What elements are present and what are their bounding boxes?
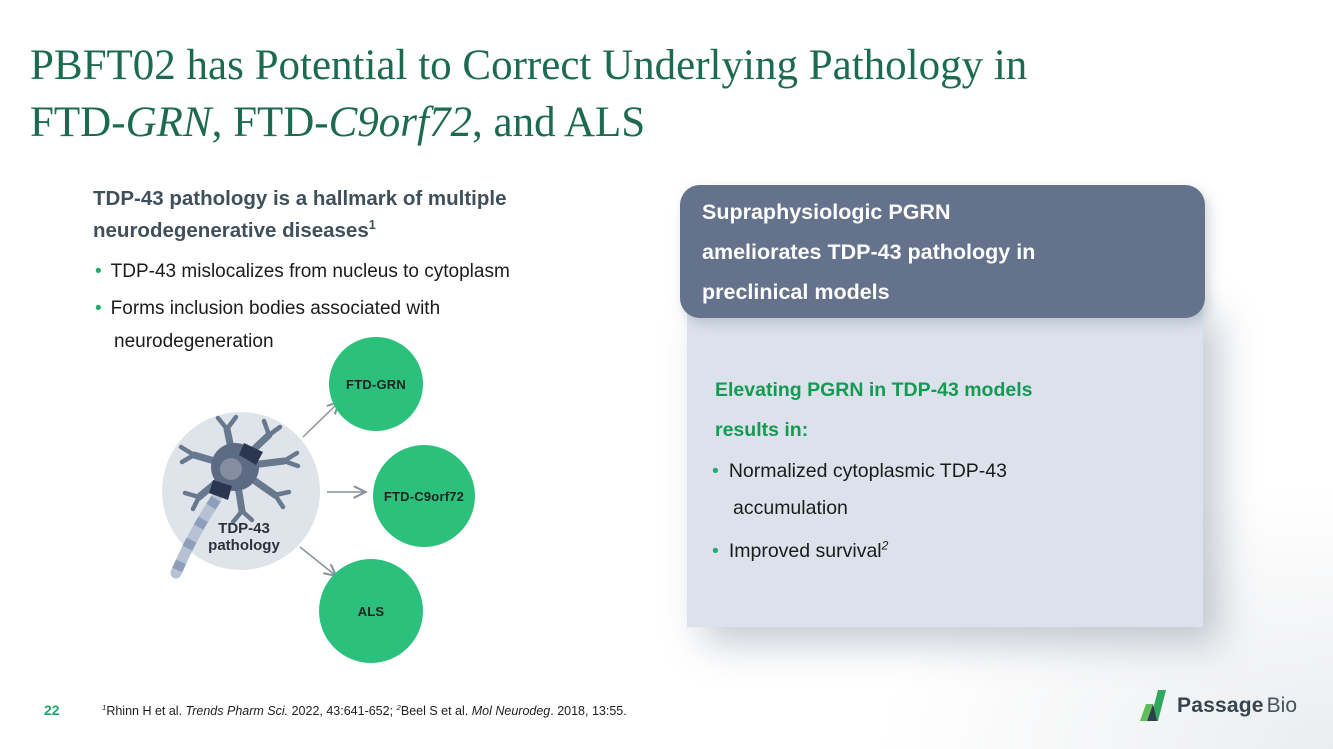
slide-title-line-1: PBFT02 has Potential to Correct Underlyi… — [30, 42, 1028, 89]
page-number: 22 — [44, 702, 60, 718]
panel-bullet-text: Normalized cytoplasmic TDP-43 accumulati… — [728, 460, 1007, 519]
panel-bullet-item: Normalized cytoplasmic TDP-43 accumulati… — [712, 453, 1064, 527]
bullet-item: Forms inclusion bodies associated with n… — [95, 293, 550, 358]
footnote: 1Rhinn H et al. Trends Pharm Sci. 2022, … — [102, 703, 627, 719]
panel-bullet-list: Normalized cytoplasmic TDP-43 accumulati… — [712, 453, 1064, 570]
left-bullet-list: TDP-43 mislocalizes from nucleus to cyto… — [95, 256, 550, 363]
pathology-circle-label: TDP-43 pathology — [208, 520, 280, 555]
passage-bio-logo: Passage Bio — [1139, 689, 1297, 722]
panel-header-line: ameliorates TDP-43 pathology in — [702, 240, 1036, 264]
panel-header-line: preclinical models — [702, 280, 890, 304]
bullet-item: TDP-43 mislocalizes from nucleus to cyto… — [95, 256, 550, 288]
panel-header-line: Supraphysiologic PGRN — [702, 200, 951, 224]
panel-bullet-text: Improved survival2 — [728, 538, 889, 562]
arrow-icons — [299, 380, 395, 595]
slide-title-line-2: FTD-GRN, FTD-C9orf72, and ALS — [30, 98, 646, 146]
panel-bullet-item: Improved survival2 — [712, 527, 1064, 570]
bullet-text: TDP-43 mislocalizes from nucleus to cyto… — [110, 261, 510, 282]
node-ftd-grn: FTD-GRN — [329, 337, 423, 431]
panel-heading-line: results in: — [715, 419, 809, 441]
panel-heading-line: Elevating PGRN in TDP-43 models — [715, 379, 1033, 401]
node-als: ALS — [319, 559, 423, 663]
brand-name-bold: Passage — [1177, 693, 1264, 717]
right-panel-header: Supraphysiologic PGRN ameliorates TDP-43… — [680, 185, 1205, 318]
node-ftd-c9orf72: FTD-C9orf72 — [373, 445, 475, 547]
left-section-heading: TDP-43 pathology is a hallmark of multip… — [93, 187, 507, 242]
neuron-illustration-icon — [162, 412, 320, 579]
brand-name-light: Bio — [1266, 693, 1297, 717]
bullet-text: Forms inclusion bodies associated with n… — [110, 298, 441, 352]
slide-title: PBFT02 has Potential to Correct Underlyi… — [30, 38, 1310, 152]
passage-bio-logo-icon — [1140, 690, 1166, 721]
panel-body-heading: Elevating PGRN in TDP-43 models results … — [715, 370, 1032, 450]
